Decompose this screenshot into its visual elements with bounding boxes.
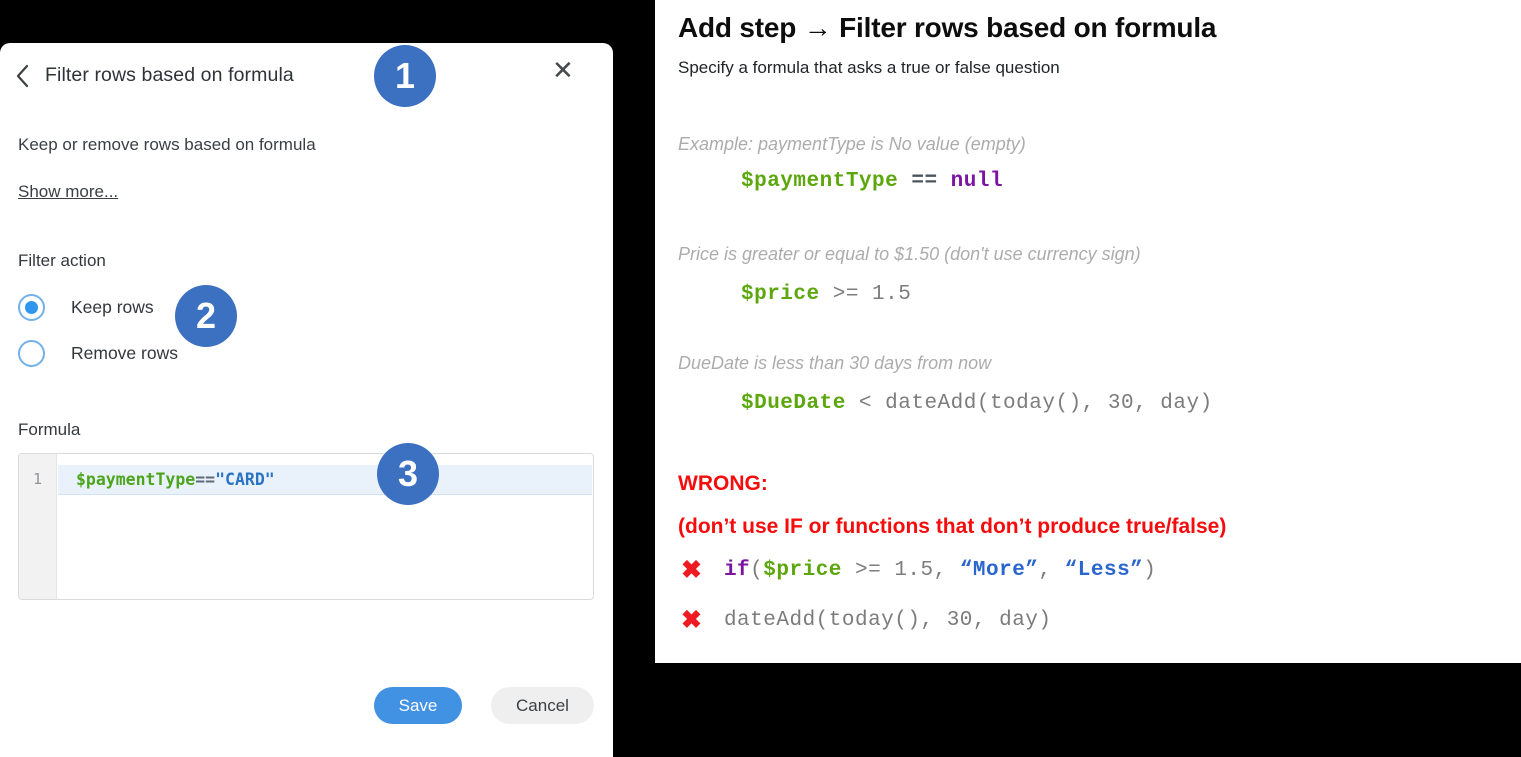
dialog-description: Keep or remove rows based on formula [18,135,316,154]
example-caption: DueDate is less than 30 days from now [678,353,992,373]
step-badge-1: 1 [374,45,436,107]
editor-gutter: 1 [19,454,57,599]
cancel-button[interactable]: Cancel [491,687,594,724]
line-number: 1 [32,470,43,488]
formula-code-editor[interactable]: 1 $paymentType == "CARD" [18,453,594,600]
radio-unselected-icon[interactable] [18,339,45,367]
dialog-title: Filter rows based on formula [45,64,294,86]
wrong-heading: WRONG: [678,472,768,495]
formula-label: Formula [18,420,81,439]
radio-keep-label: Keep rows [71,296,154,317]
cross-icon: ✖ [681,606,702,634]
wrong-note: (don’t use IF or functions that don’t pr… [678,515,1227,538]
cross-icon: ✖ [681,556,702,584]
instructions-title: Add step → Filter rows based on formula [678,12,1217,43]
step-badge-3: 3 [377,443,439,505]
radio-keep-rows[interactable]: Keep rows [18,293,154,321]
radio-remove-rows[interactable]: Remove rows [18,339,178,367]
filter-action-label: Filter action [18,251,106,270]
wrong-example-code: dateAdd(today(), 30, day) [723,609,1052,632]
back-chevron-icon[interactable] [14,63,31,94]
example-code: $DueDate < dateAdd(today(), 30, day) [741,392,1213,415]
radio-selected-icon[interactable] [18,293,45,321]
example-caption: Price is greater or equal to $1.50 (don'… [678,244,1141,264]
filter-rows-dialog: Filter rows based on formula 1 ✕ Keep or… [0,43,613,757]
radio-remove-label: Remove rows [71,342,178,363]
formula-code-line[interactable]: $paymentType == "CARD" [58,465,592,495]
wrong-example-row: ✖ dateAdd(today(), 30, day) [681,608,1052,633]
wrong-example-row: ✖ if($price >= 1.5, “More”, “Less”) [681,558,1156,583]
wrong-example-code: if($price >= 1.5, “More”, “Less”) [723,559,1157,582]
example-caption: Example: paymentType is No value (empty) [678,134,1026,154]
instructions-subtitle: Specify a formula that asks a true or fa… [678,58,1060,77]
example-code: $price >= 1.5 [741,283,912,306]
close-icon[interactable]: ✕ [552,55,574,85]
step-badge-2: 2 [175,285,237,347]
instructions-panel: Add step → Filter rows based on formula … [655,0,1521,663]
example-code: $paymentType == null [741,170,1004,193]
save-button[interactable]: Save [374,687,462,724]
show-more-link[interactable]: Show more... [18,182,119,201]
